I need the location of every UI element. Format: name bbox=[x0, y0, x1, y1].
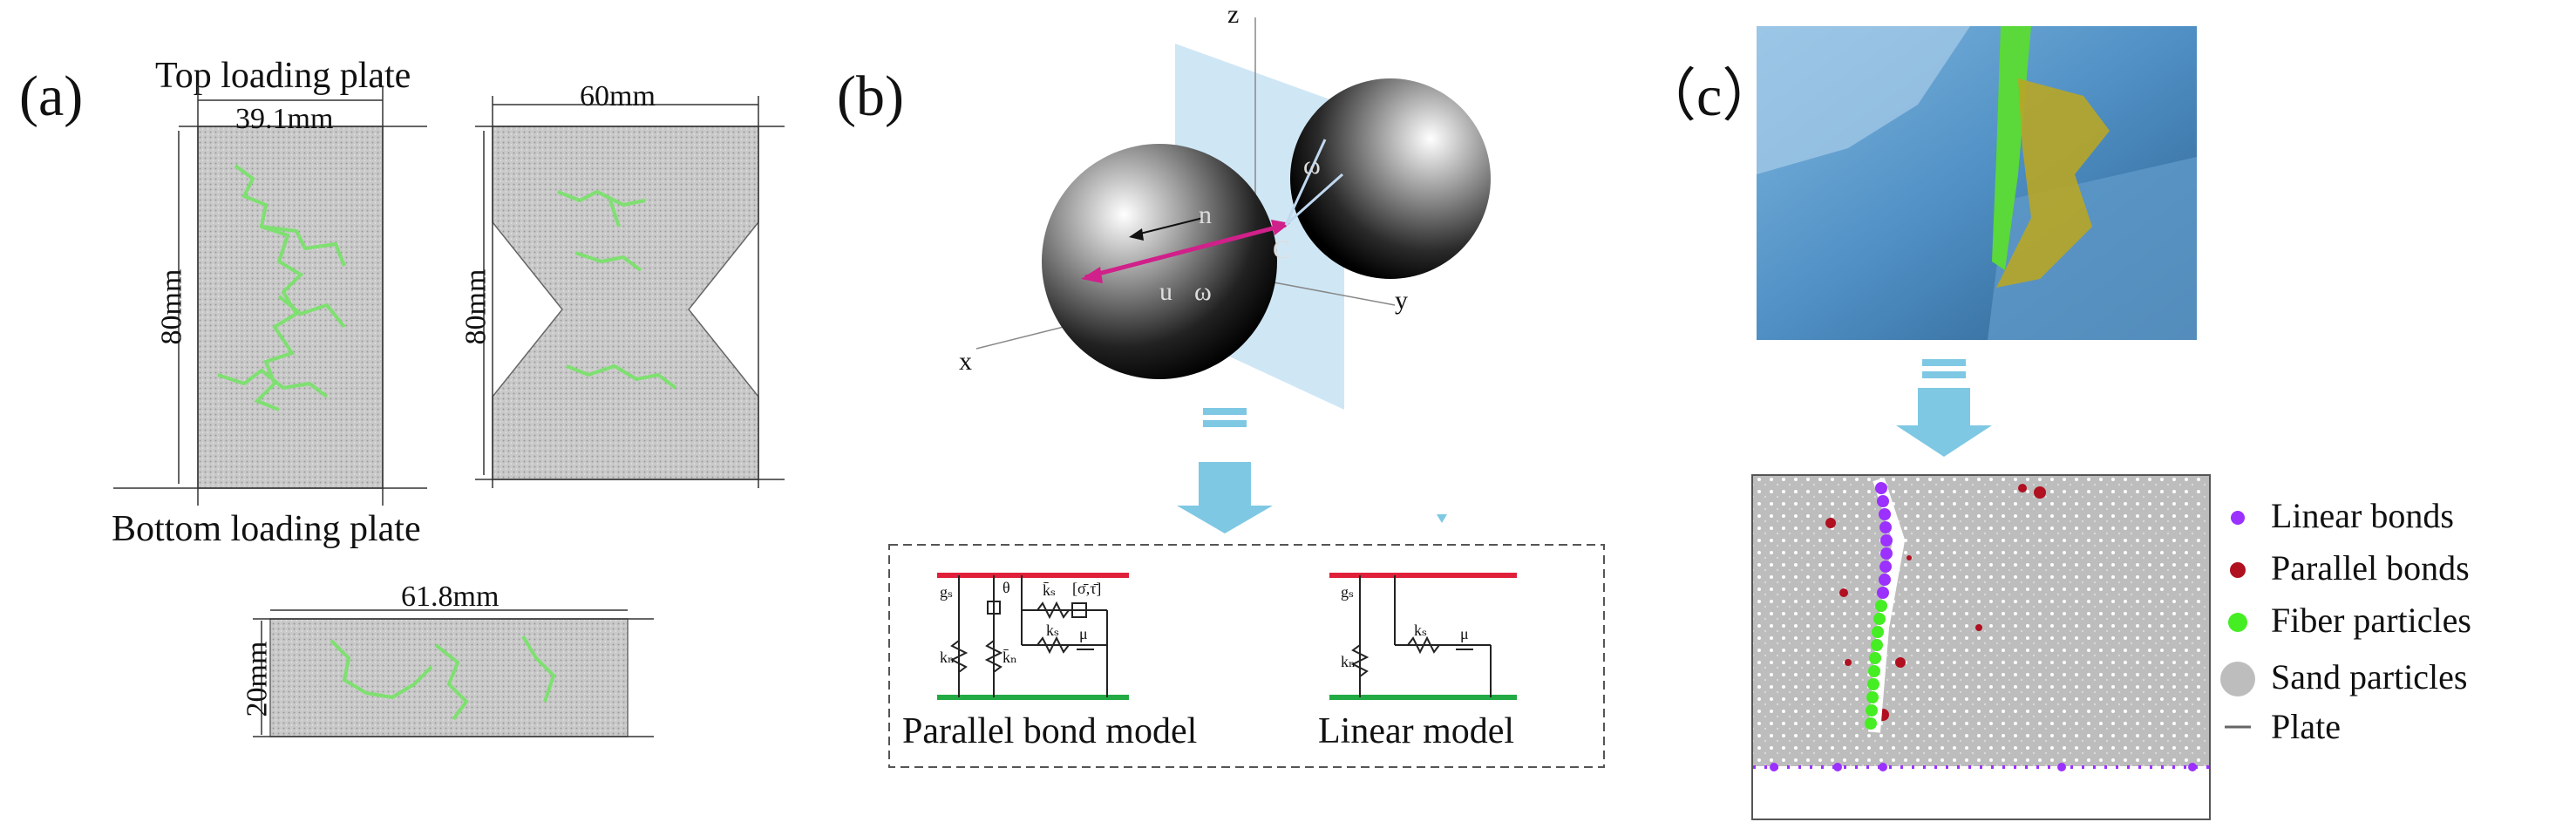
panel-b: (b) bbox=[785, 0, 1656, 822]
sym-sigma: [σ̄,τ̄] bbox=[1072, 580, 1102, 597]
sym-gs-1: gₛ bbox=[940, 583, 954, 601]
model-box bbox=[888, 544, 1605, 768]
width-61-label: 61.8mm bbox=[401, 581, 500, 613]
omega-upper-label: ω bbox=[1303, 151, 1321, 180]
sym-ksbar: k̄ₛ bbox=[1043, 581, 1057, 599]
panel-a: (a) Top loading plate Bottom loading pla… bbox=[0, 0, 785, 822]
height-80-label-2: 80mm bbox=[459, 268, 493, 345]
arrow-stripe-2 bbox=[1203, 420, 1247, 427]
bottom-plate-label: Bottom loading plate bbox=[112, 509, 421, 549]
contact-svg bbox=[888, 17, 1605, 768]
panel-a-label: (a) bbox=[19, 65, 84, 128]
sym-mu-2: μ bbox=[1460, 625, 1469, 642]
width-39-label: 39.1mm bbox=[235, 103, 334, 135]
down-arrow-b bbox=[1177, 462, 1273, 533]
fiber-particles bbox=[1865, 482, 1893, 730]
height-80-label-1: 80mm bbox=[155, 268, 188, 345]
sym-theta: θ bbox=[1003, 579, 1010, 596]
axis-y-label: y bbox=[1395, 286, 1408, 315]
legend-marker-linear-bonds bbox=[2231, 511, 2245, 525]
sym-kn-1: kₙ bbox=[940, 649, 955, 666]
sym-gs-2: gₛ bbox=[1341, 583, 1355, 601]
height-20-label: 20mm bbox=[241, 641, 274, 717]
legend-fiber-particles: Fiber particles bbox=[2271, 601, 2471, 640]
sym-kn-2: kₙ bbox=[1341, 653, 1356, 670]
legend-parallel-bonds: Parallel bonds bbox=[2271, 548, 2470, 588]
sym-ks-1: kₛ bbox=[1046, 622, 1060, 639]
down-arrow-c bbox=[1896, 388, 1992, 457]
particle-right bbox=[1290, 78, 1491, 279]
legend-marker-parallel-bonds bbox=[2230, 562, 2246, 578]
contact-c-label: C bbox=[1273, 235, 1291, 264]
legend-linear-bonds: Linear bonds bbox=[2271, 496, 2454, 535]
specimen-rect-3 bbox=[269, 618, 629, 737]
axis-z-label: z bbox=[1227, 0, 1240, 29]
width-60-label: 60mm bbox=[580, 80, 656, 112]
sym-ks-2: kₛ bbox=[1414, 622, 1428, 639]
legend-marker-fiber-particles bbox=[2228, 613, 2247, 632]
panel-b-label: (b) bbox=[837, 65, 904, 128]
legend-plate: Plate bbox=[2271, 707, 2341, 746]
crack-pattern-3 bbox=[330, 635, 556, 721]
linear-model-label: Linear model bbox=[1318, 711, 1515, 751]
crack-pattern-1 bbox=[217, 164, 346, 411]
sym-mu-1: μ bbox=[1079, 625, 1088, 642]
crack-pattern-2 bbox=[557, 189, 677, 390]
rot-omega-label: ω bbox=[1194, 277, 1212, 306]
sand-field bbox=[1753, 476, 2209, 766]
arrow-stripe-1 bbox=[1203, 408, 1247, 415]
sym-knbar: k̄ₙ bbox=[1003, 649, 1017, 666]
panel-c: （c） bbox=[1621, 0, 2576, 822]
legend-marker-sand-particles bbox=[2220, 662, 2255, 696]
legend-sand-particles: Sand particles bbox=[2271, 657, 2468, 696]
arrow-stripe-c1 bbox=[1922, 359, 1966, 366]
specimen-notched-2 bbox=[492, 126, 759, 480]
normal-n-label: n bbox=[1199, 200, 1212, 229]
particle-left bbox=[1042, 144, 1277, 379]
axis-x-label: x bbox=[959, 347, 972, 376]
parallel-bond-model-label: Parallel bond model bbox=[902, 711, 1198, 751]
arrow-stripe-c2 bbox=[1922, 371, 1966, 378]
specimens-svg bbox=[113, 85, 785, 737]
disp-u-label: u bbox=[1159, 277, 1172, 306]
micro-svg bbox=[1751, 26, 2255, 820]
panel-c-label: （c） bbox=[1639, 65, 1780, 128]
